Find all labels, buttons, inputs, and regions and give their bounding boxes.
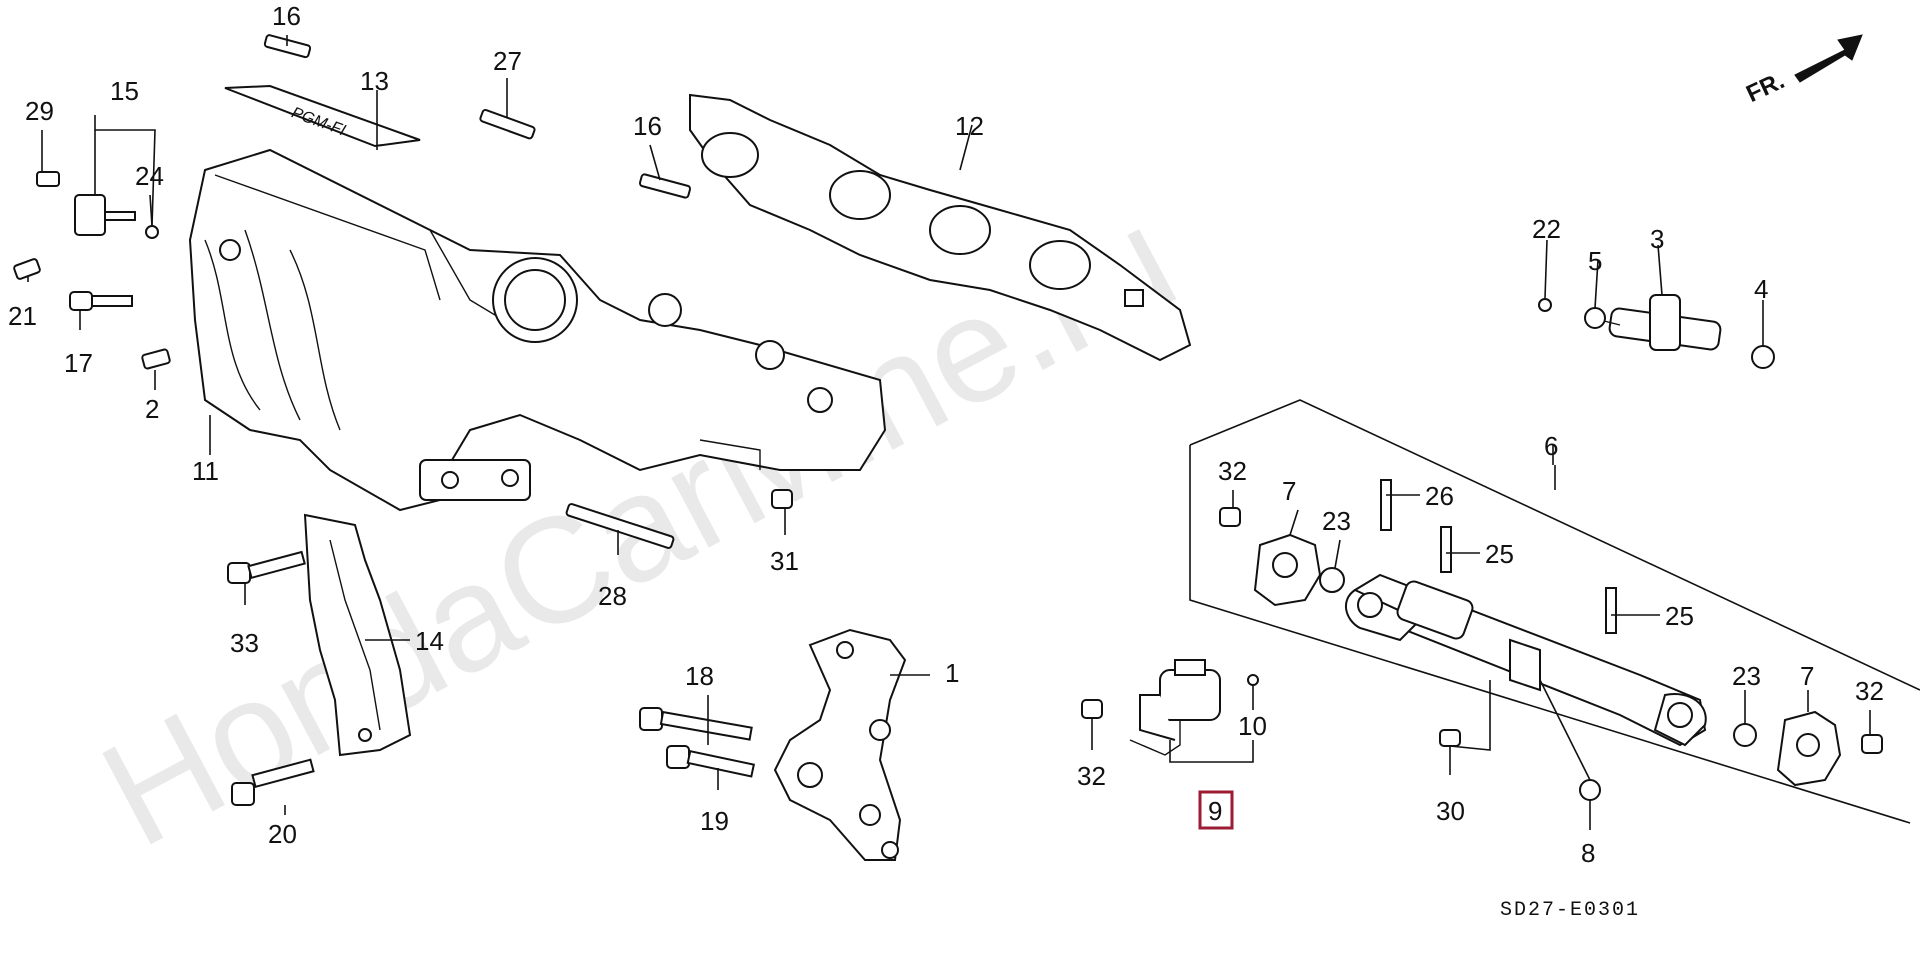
callout-7-left: 7 — [1282, 476, 1296, 506]
highlight-box — [1198, 790, 1234, 830]
callout-5: 5 — [1588, 246, 1602, 276]
callout-17: 17 — [64, 348, 93, 378]
callout-12: 12 — [955, 111, 984, 141]
alternator-bracket — [773, 628, 907, 861]
callout-25-upper: 25 — [1485, 539, 1514, 569]
injector-cover-left — [1253, 533, 1322, 607]
leader-lines — [27, 35, 1871, 830]
callout-3: 3 — [1650, 224, 1664, 254]
fuel-rail-group-outline-lower — [1189, 445, 1911, 824]
callout-20: 20 — [268, 819, 297, 849]
o-ring-left — [1319, 567, 1345, 593]
callout-21: 21 — [8, 301, 37, 331]
callout-27: 27 — [493, 46, 522, 76]
callout-2: 2 — [145, 394, 159, 424]
callout-7-right: 7 — [1800, 661, 1814, 691]
callout-23-right: 23 — [1732, 661, 1761, 691]
front-direction-label: FR. — [1742, 67, 1788, 108]
callout-14: 14 — [415, 626, 444, 656]
callout-13: 13 — [360, 66, 389, 96]
callout-9: 9 — [1208, 796, 1222, 826]
callout-4: 4 — [1754, 274, 1768, 304]
manifold-bracket — [303, 513, 412, 757]
callout-29: 29 — [25, 96, 54, 126]
callout-23-left: 23 — [1322, 506, 1351, 536]
fuel-rail-group-outline — [1189, 399, 1920, 691]
callout-1: 1 — [945, 658, 959, 688]
callout-labels: 1 2 3 4 5 6 7 7 8 10 11 12 13 14 15 16 1… — [8, 1, 1884, 868]
fuel-injector — [1599, 294, 1722, 351]
callout-15: 15 — [110, 76, 139, 106]
fuel-pressure-regulator — [1129, 659, 1221, 756]
callout-31: 31 — [770, 546, 799, 576]
callout-6: 6 — [1544, 431, 1558, 461]
callout-10: 10 — [1238, 711, 1267, 741]
callout-26: 26 — [1425, 481, 1454, 511]
highlighted-callout-9[interactable]: 9 — [1198, 790, 1234, 830]
intake-manifold — [188, 148, 887, 512]
diagram-code: SD27-E0301 — [1500, 899, 1640, 922]
small-hardware — [13, 34, 1883, 806]
callout-32-right: 32 — [1855, 676, 1884, 706]
callout-32-top: 32 — [1218, 456, 1247, 486]
front-arrow-icon — [1794, 34, 1863, 83]
callout-33: 33 — [230, 628, 259, 658]
callout-8: 8 — [1581, 838, 1595, 868]
fuel-rail — [1345, 573, 1707, 747]
callout-11: 11 — [192, 456, 219, 486]
o-ring-right — [1733, 723, 1757, 747]
callout-19: 19 — [700, 806, 729, 836]
callout-16-top: 16 — [272, 1, 301, 31]
callout-22: 22 — [1532, 214, 1561, 244]
callout-32-bottom: 32 — [1077, 761, 1106, 791]
callout-24: 24 — [135, 161, 164, 191]
callout-30: 30 — [1436, 796, 1465, 826]
callout-18: 18 — [685, 661, 714, 691]
injector-cover-right — [1776, 710, 1842, 787]
callout-28: 28 — [598, 581, 627, 611]
callout-16-mid: 16 — [633, 111, 662, 141]
intake-gasket — [689, 93, 1192, 362]
callout-25-lower: 25 — [1665, 601, 1694, 631]
front-direction-indicator: FR. — [1742, 34, 1863, 108]
pgm-fi-plate: PGM-FI — [224, 84, 421, 148]
